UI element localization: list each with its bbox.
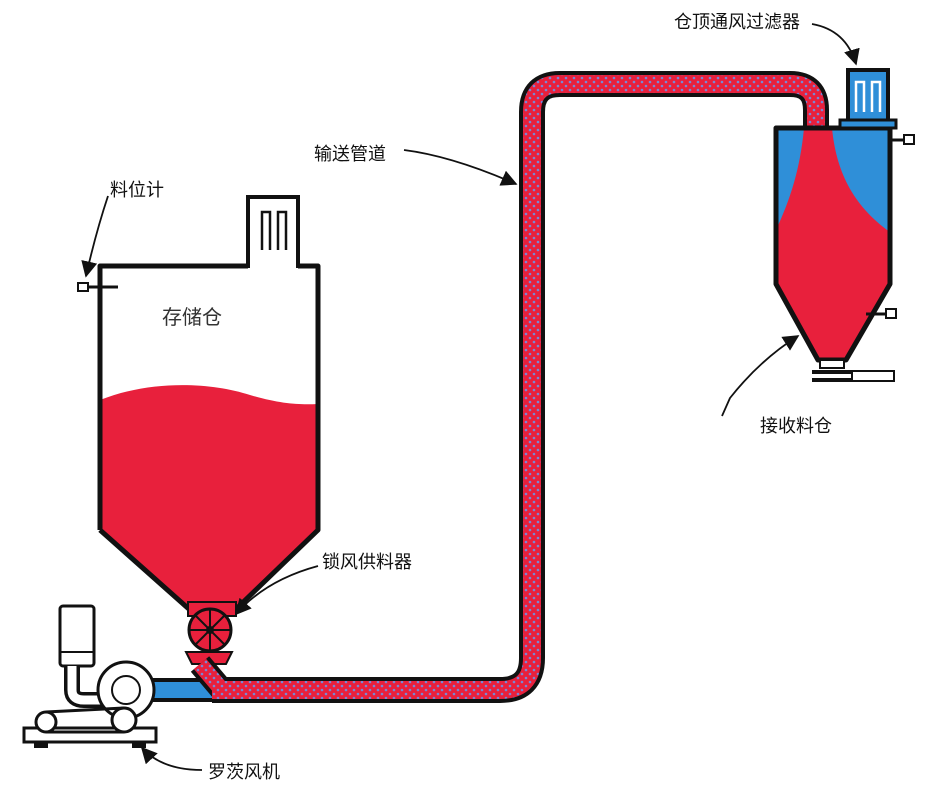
rotary-valve-icon [184,601,237,665]
label-bin-vent-filter: 仓顶通风过滤器 [674,12,800,33]
arrow-roots-blower [140,746,203,771]
level-gauge-icon [77,282,118,292]
receiving-bin [773,68,915,382]
roots-blower-icon [22,604,158,748]
conveying-pipe [140,71,829,703]
label-level-gauge: 料位计 [110,180,164,201]
label-conveying-pipe: 输送管道 [314,144,386,165]
arrow-receiving-bin [721,335,800,417]
arrow-level-gauge [81,195,109,278]
arrow-filter [811,23,860,66]
label-storage-silo: 存储仓 [162,305,222,329]
silo-outline [97,263,321,613]
label-roots-blower: 罗茨风机 [208,762,280,783]
label-receiving-bin: 接收料仓 [760,416,832,437]
silo-material [100,385,318,610]
callout-arrows [81,23,860,771]
label-rotary-valve: 锁风供料器 [322,552,412,573]
bin-material [776,128,890,360]
arrow-rotary-valve [234,565,319,616]
bag-filter-icon [838,68,898,130]
silo-vent-stack [246,195,300,268]
storage-silo [77,195,321,613]
arrow-conveying-pipe [403,149,518,186]
